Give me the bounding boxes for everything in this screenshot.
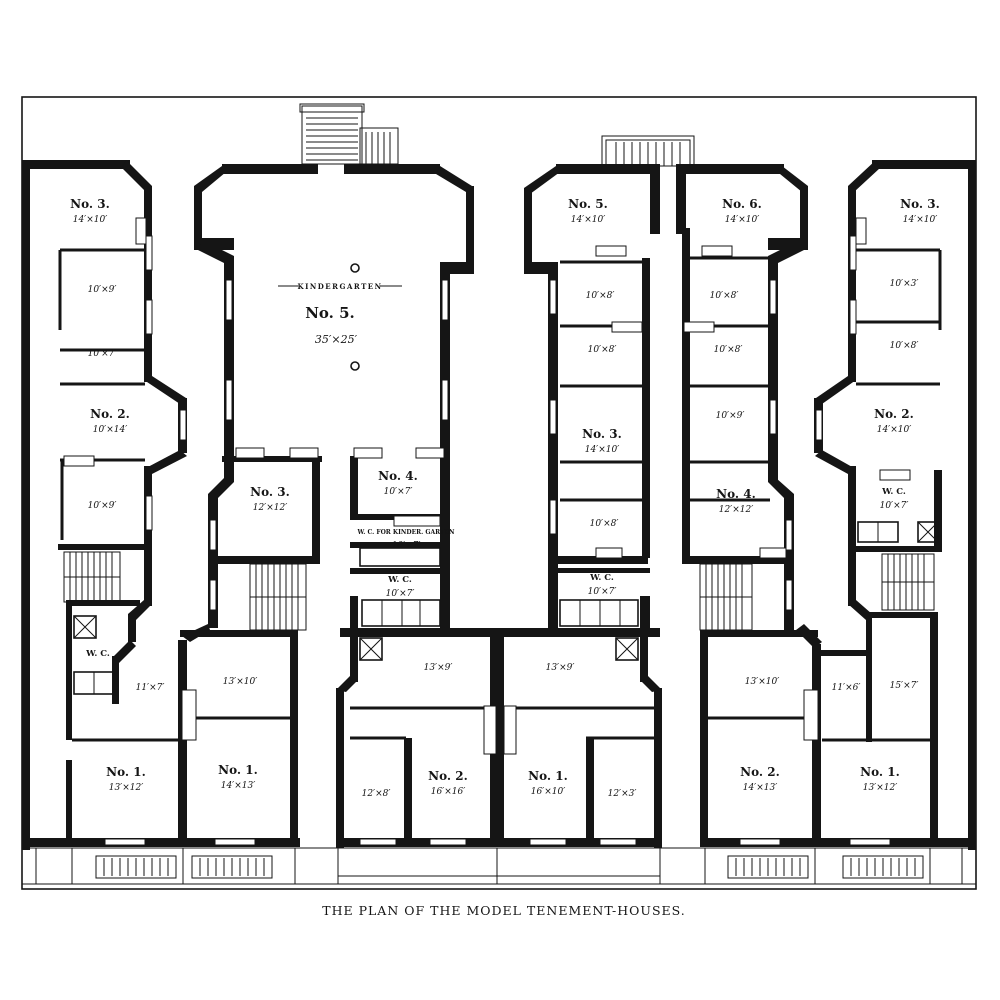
room-c7-size: 13′×9′	[546, 663, 575, 673]
room-b6-size: 12′×8′	[362, 789, 391, 799]
room-c8-label: No. 1.	[528, 769, 568, 783]
room-b2-label: No. 4.	[378, 469, 418, 483]
room-c5-size: 10′×8′	[590, 519, 619, 529]
room-d1-size: 14′×10′	[725, 215, 760, 225]
windows	[104, 235, 891, 846]
walls	[22, 160, 976, 850]
room-a7-size: 11′×7′	[136, 683, 165, 693]
room-a3-size: 10′×7′	[88, 349, 117, 359]
room-a4-size: 10′×14′	[93, 425, 128, 435]
kindergarten-title: KINDERGARTEN	[297, 282, 382, 291]
room-a9-label: No. 1.	[106, 765, 146, 779]
room-c3-size: 10′×8′	[588, 345, 617, 355]
room-e2-size: 10′×3′	[890, 279, 919, 289]
partitions	[58, 248, 942, 742]
area-railings	[95, 855, 924, 879]
front-sidewalk	[22, 847, 976, 885]
room-a10-size: 14′×13′	[221, 781, 256, 791]
room-c1-label: No. 5.	[568, 197, 608, 211]
stairs	[63, 551, 935, 631]
room-d6-size: 13′×10′	[745, 677, 780, 687]
room-c1-size: 14′×10′	[571, 215, 606, 225]
room-b3-size: 10′×7′	[392, 541, 421, 551]
room-e6-size: 11′×6′	[832, 683, 861, 693]
room-e4-label: No. 2.	[874, 407, 914, 421]
room-b2-size: 10′×7′	[384, 487, 413, 497]
room-e4-size: 14′×10′	[877, 425, 912, 435]
room-a4-label: No. 2.	[90, 407, 130, 421]
room-a5-size: 10′×9′	[88, 501, 117, 511]
room-d5-size: 12′×12′	[719, 505, 754, 515]
room-d4-size: 10′×9′	[716, 411, 745, 421]
room-a1-label: No. 3.	[70, 197, 110, 211]
room-c4-label: No. 3.	[582, 427, 622, 441]
room-a8-size: 13′×10′	[223, 677, 258, 687]
room-c4-size: 14′×10′	[585, 445, 620, 455]
room-e3-size: 10′×8′	[890, 341, 919, 351]
kindergarten-size: 35′×25′	[315, 333, 358, 346]
room-c8-size: 16′×10′	[531, 787, 566, 797]
room-a10-label: No. 1.	[218, 763, 258, 777]
room-b4-size: 10′×7′	[386, 589, 415, 599]
room-e8-size: 13′×12′	[863, 783, 898, 793]
room-c9-size: 12′×3′	[608, 789, 637, 799]
room-e5-size: 10′×7′	[880, 501, 909, 511]
room-d2-size: 10′×8′	[710, 291, 739, 301]
room-d7-label: No. 2.	[740, 765, 780, 779]
rear-steps-right	[601, 135, 695, 167]
room-c6-size: 10′×7′	[588, 587, 617, 597]
room-a6-label: W. C.	[85, 649, 110, 659]
room-b1-size: 12′×12′	[253, 503, 288, 513]
room-a2-size: 10′×9′	[88, 285, 117, 295]
room-d3-size: 10′×8′	[714, 345, 743, 355]
room-b4-label: W. C.	[387, 575, 412, 585]
rear-steps-left	[299, 103, 399, 165]
room-a1-size: 14′×10′	[73, 215, 108, 225]
room-a9-size: 13′×12′	[109, 783, 144, 793]
room-b7-label: No. 2.	[428, 769, 468, 783]
room-e7-size: 15′×7′	[890, 681, 919, 691]
fixtures	[63, 217, 939, 695]
room-labels: No. 3. 14′×10′ 10′×9′ 10′×7′ No. 2. 10′×14′ 10…	[70, 197, 940, 799]
room-c2-size: 10′×8′	[586, 291, 615, 301]
room-e5-label: W. C.	[881, 487, 906, 497]
plan-caption: THE PLAN OF THE MODEL TENEMENT-HOUSES.	[322, 903, 685, 918]
room-b5-size: 13′×9′	[424, 663, 453, 673]
room-d5-label: No. 4.	[716, 487, 756, 501]
room-e8-label: No. 1.	[860, 765, 900, 779]
kindergarten-labels: KINDERGARTEN No. 5. 35′×25′	[278, 282, 402, 346]
room-c6-label: W. C.	[589, 573, 614, 583]
room-e1-size: 14′×10′	[903, 215, 938, 225]
room-d1-label: No. 6.	[722, 197, 762, 211]
kindergarten-number: No. 5.	[305, 304, 355, 322]
room-b7-size: 16′×16′	[431, 787, 466, 797]
room-b3-label: W. C. FOR KINDER. GARTEN	[356, 529, 455, 536]
room-b1-label: No. 3.	[250, 485, 290, 499]
room-d7-size: 14′×13′	[743, 783, 778, 793]
room-e1-label: No. 3.	[900, 197, 940, 211]
